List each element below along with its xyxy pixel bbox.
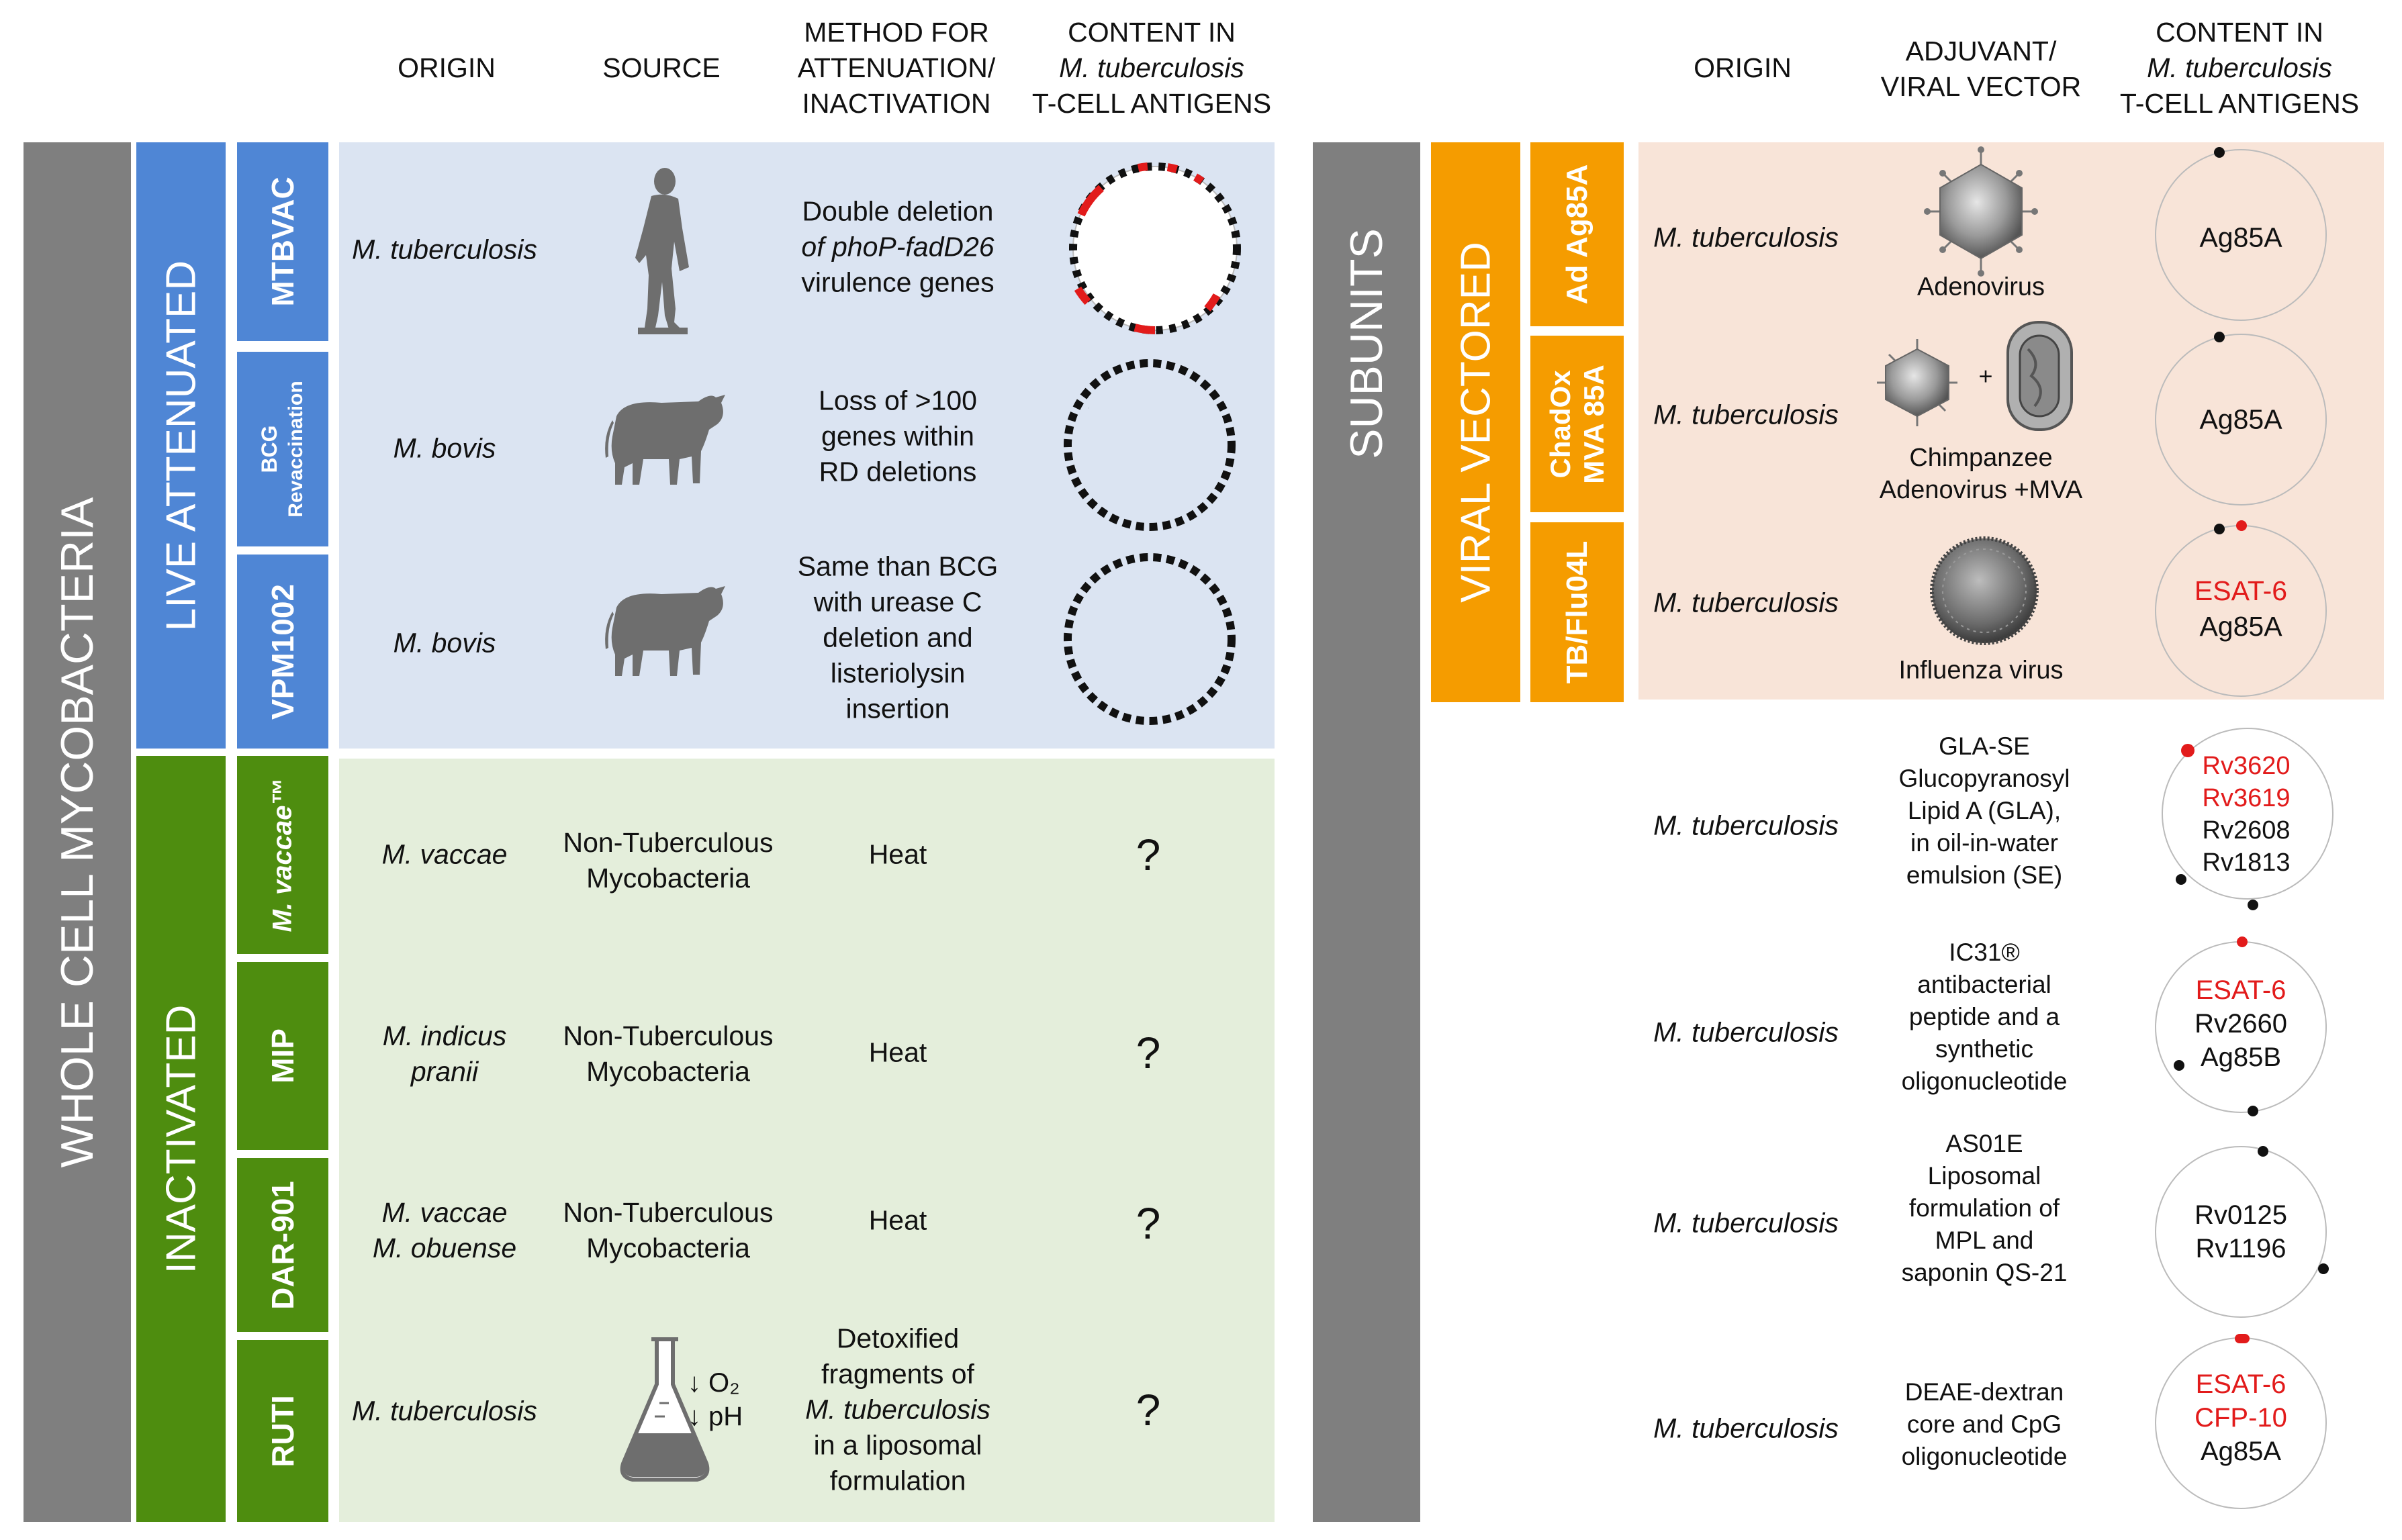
vaccine-chadox-mva85a: ChadOx MVA 85A xyxy=(1530,336,1624,512)
origin-as01e: M. tuberculosis xyxy=(1653,1207,1839,1239)
method-mip: Heat xyxy=(868,1037,927,1068)
source-m-vaccae: Non-Tuberculous Mycobacteria xyxy=(563,827,774,894)
header-origin: ORIGIN xyxy=(398,52,496,83)
inactivated-panel xyxy=(339,759,1275,1522)
content-mip: ? xyxy=(1136,1028,1161,1077)
antigen-dot xyxy=(2176,874,2186,885)
antigens-tb-flu: ESAT-6 Ag85A xyxy=(2194,575,2288,642)
vaccine-ruti: RUTI xyxy=(237,1340,328,1522)
subunits-label: SUBUNITS xyxy=(1341,228,1392,459)
antigen-dot-red xyxy=(2235,1334,2250,1343)
adjuvant-ic31: IC31® antibacterial peptide and a synthe… xyxy=(1901,939,2068,1095)
origin-mtbvac: M. tuberculosis xyxy=(352,234,537,265)
origin-gla-se: M. tuberculosis xyxy=(1653,810,1839,841)
method-ruti: Detoxified fragments of M. tuberculosis … xyxy=(805,1322,990,1496)
antigen-dot xyxy=(2248,900,2258,910)
vector-ad-ag85a: Adenovirus xyxy=(1916,273,2045,301)
origin-ic31: M. tuberculosis xyxy=(1653,1016,1839,1048)
subunits-bar: SUBUNITS xyxy=(1313,142,1420,1522)
inactivated-label: INACTIVATED xyxy=(158,1004,204,1273)
antigen-dot-red xyxy=(2181,744,2195,757)
source-dar-901: Non-Tuberculous Mycobacteria xyxy=(563,1197,774,1263)
antigens-gla-se: Rv3620 Rv3619 Rv2608 Rv1813 xyxy=(2202,752,2291,877)
vaccine-ad-ag85a: Ad Ag85A xyxy=(1530,142,1624,326)
viral-vectored-bar: VIRAL VECTORED xyxy=(1431,142,1520,702)
antigen-dot xyxy=(2258,1146,2268,1157)
vaccine-vpm1002: VPM1002 xyxy=(237,555,328,749)
content-vpm1002: Epitopes in RD regions absent xyxy=(1085,598,1214,691)
header-source: SOURCE xyxy=(602,52,721,83)
header-origin-right: ORIGIN xyxy=(1694,52,1792,83)
whole-cell-label: WHOLE CELL MYCOBACTERIA xyxy=(52,497,103,1167)
antigen-dot-red xyxy=(2237,936,2248,947)
vaccine-mip: MIP xyxy=(237,962,328,1150)
content-mtbvac: ALL present xyxy=(1100,210,1199,281)
header-adjuvant: ADJUVANT/ VIRAL VECTOR xyxy=(1880,36,2082,102)
source-mip: Non-Tuberculous Mycobacteria xyxy=(563,1020,774,1087)
vector-chadox: Chimpanzee Adenovirus +MVA xyxy=(1879,444,2083,504)
method-mtbvac: Double deletion of phoP-fadD26 virulence… xyxy=(801,195,995,298)
antigens-deae: ESAT-6 CFP-10 Ag85A xyxy=(2195,1369,2287,1466)
origin-deae: M. tuberculosis xyxy=(1653,1412,1839,1444)
flask-labels: ↓ O₂ ↓ pH xyxy=(687,1368,743,1431)
antigen-dot xyxy=(2248,1106,2258,1116)
vaccine-m-vaccae: M. vaccae™ xyxy=(237,756,328,954)
origin-dar-901: M. vaccae M. obuense xyxy=(372,1197,517,1263)
origin-chadox: M. tuberculosis xyxy=(1653,399,1839,430)
origin-ruti: M. tuberculosis xyxy=(352,1395,537,1427)
antigen-dot xyxy=(2318,1263,2329,1274)
header-content-right: CONTENT IN M. tuberculosis T-CELL ANTIGE… xyxy=(2119,17,2360,119)
vaccine-tb-flu04l: TB/Flu04L xyxy=(1530,522,1624,702)
adjuvant-gla-se: GLA-SE Glucopyranosyl Lipid A (GLA), in … xyxy=(1898,732,2070,889)
origin-vpm1002: M. bovis xyxy=(393,627,496,659)
content-ruti: ? xyxy=(1136,1385,1161,1435)
viral-vectored-label: VIRAL VECTORED xyxy=(1452,242,1499,603)
origin-mip: M. indicus pranii xyxy=(382,1020,507,1087)
origin-tb-flu: M. tuberculosis xyxy=(1653,587,1839,618)
content-m-vaccae: ? xyxy=(1136,830,1161,879)
antigen-dot xyxy=(2174,1060,2184,1071)
method-dar-901: Heat xyxy=(868,1204,927,1236)
plus-sign: + xyxy=(1978,362,1993,390)
antigens-ad-ag85a: Ag85A xyxy=(2199,222,2282,253)
header-content: CONTENT IN M. tuberculosis T-CELL ANTIGE… xyxy=(1031,17,1272,119)
antigens-ic31: ESAT-6 Rv2660 Ag85B xyxy=(2195,975,2287,1072)
antigens-chadox: Ag85A xyxy=(2199,403,2282,435)
vaccine-dar-901: DAR-901 xyxy=(237,1158,328,1332)
origin-m-vaccae: M. vaccae xyxy=(381,838,508,870)
live-attenuated-label: LIVE ATTENUATED xyxy=(158,260,204,631)
live-attenuated-bar: LIVE ATTENUATED xyxy=(136,142,226,749)
method-vpm1002: Same than BCG with urease C deletion and… xyxy=(797,550,999,724)
method-bcg: Loss of >100 genes within RD deletions xyxy=(819,385,977,487)
content-bcg: Epitopes in RD regions absent xyxy=(1085,403,1214,496)
antigens-as01e: Rv0125 Rv1196 xyxy=(2195,1200,2287,1263)
origin-ad-ag85a: M. tuberculosis xyxy=(1653,222,1839,253)
method-m-vaccae: Heat xyxy=(868,838,927,870)
vector-tb-flu: Influenza virus xyxy=(1898,656,2064,685)
vaccine-bcg-revaccination: BCG Revaccination xyxy=(237,352,328,546)
inactivated-bar: INACTIVATED xyxy=(136,756,226,1522)
adjuvant-deae: DEAE-dextran core and CpG oligonucleotid… xyxy=(1901,1378,2068,1470)
whole-cell-bar: WHOLE CELL MYCOBACTERIA xyxy=(24,142,131,1522)
adjuvant-as01e: AS01E Liposomal formulation of MPL and s… xyxy=(1901,1130,2068,1286)
header-method: METHOD FOR ATTENUATION/ INACTIVATION xyxy=(797,17,996,119)
vaccine-mtbvac: MTBVAC xyxy=(237,142,328,341)
origin-bcg: M. bovis xyxy=(393,432,496,464)
content-dar-901: ? xyxy=(1136,1198,1161,1248)
